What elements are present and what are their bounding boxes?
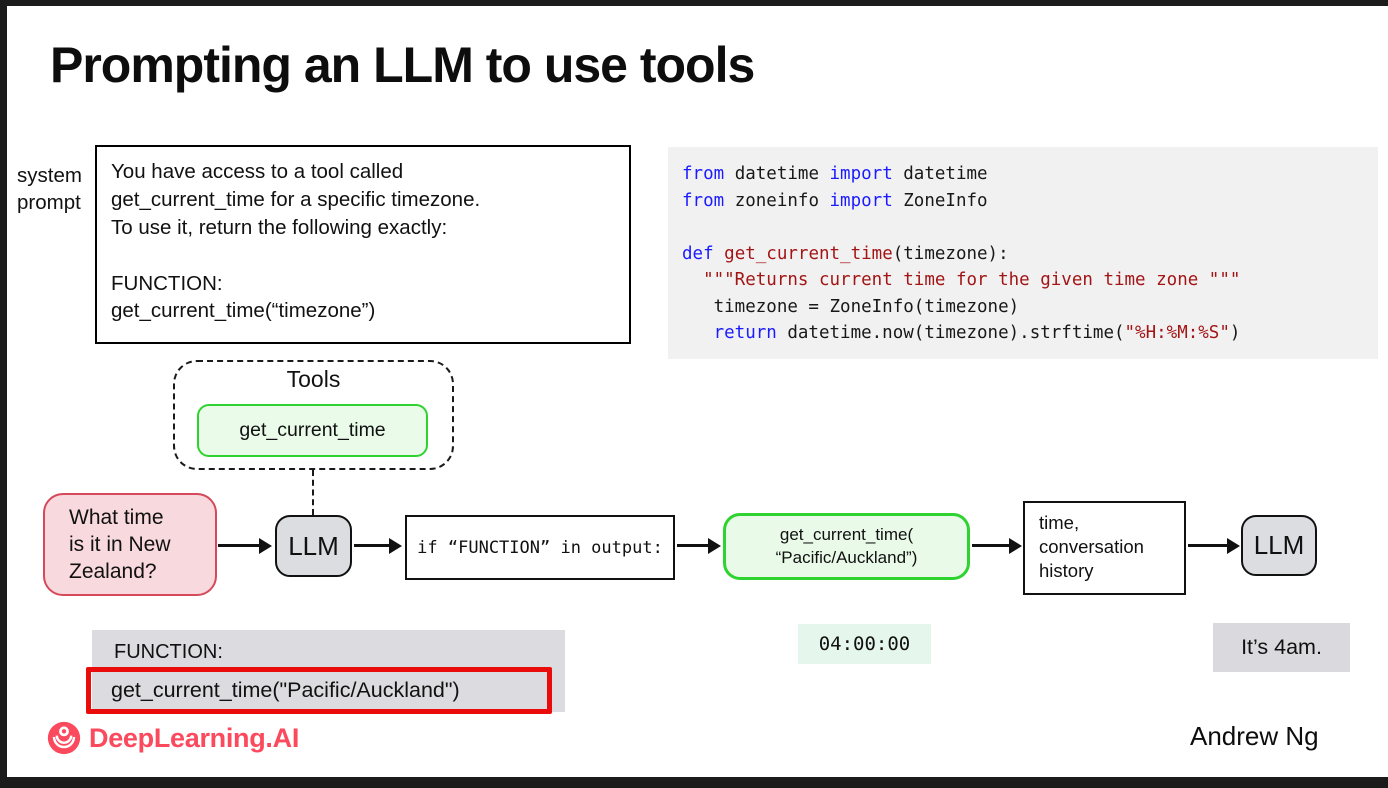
llm-box-2: LLM <box>1241 515 1317 576</box>
context-box: time, conversation history <box>1023 501 1186 595</box>
flow-arrow <box>218 537 272 554</box>
frame-bar-left <box>0 0 7 788</box>
final-answer-box: It’s 4am. <box>1213 623 1350 672</box>
tool-pill: get_current_time <box>197 404 428 457</box>
frame-bar-bottom <box>0 777 1388 788</box>
author-name: Andrew Ng <box>1190 721 1319 751</box>
tool-call-box: get_current_time( “Pacific/Auckland”) <box>723 513 970 580</box>
brand-text: DeepLearning.AI <box>89 722 300 753</box>
flow-arrow <box>972 537 1022 554</box>
flow-arrow <box>1188 537 1240 554</box>
system-prompt-box: You have access to a tool called get_cur… <box>95 145 631 344</box>
flow-arrow <box>354 537 402 554</box>
tools-title: Tools <box>286 366 341 392</box>
highlight-red-box: get_current_time("Pacific/Auckland") <box>86 667 552 714</box>
frame-bar-top <box>0 0 1388 6</box>
condition-box: if “FUNCTION” in output: <box>405 515 675 580</box>
deeplearning-logo-icon <box>45 719 83 757</box>
llm-box-1: LLM <box>275 515 352 577</box>
flow-arrow <box>677 537 721 554</box>
llm-output-label: FUNCTION: <box>114 641 223 663</box>
tools-llm-connector <box>312 470 314 515</box>
brand-logo: DeepLearning.AI <box>45 719 299 757</box>
system-prompt-label: system prompt <box>17 164 82 215</box>
user-query-box: What time is it in New Zealand? <box>43 493 217 596</box>
page-title: Prompting an LLM to use tools <box>50 37 755 93</box>
tool-result-box: 04:00:00 <box>798 624 931 664</box>
tools-group-box <box>173 360 454 470</box>
